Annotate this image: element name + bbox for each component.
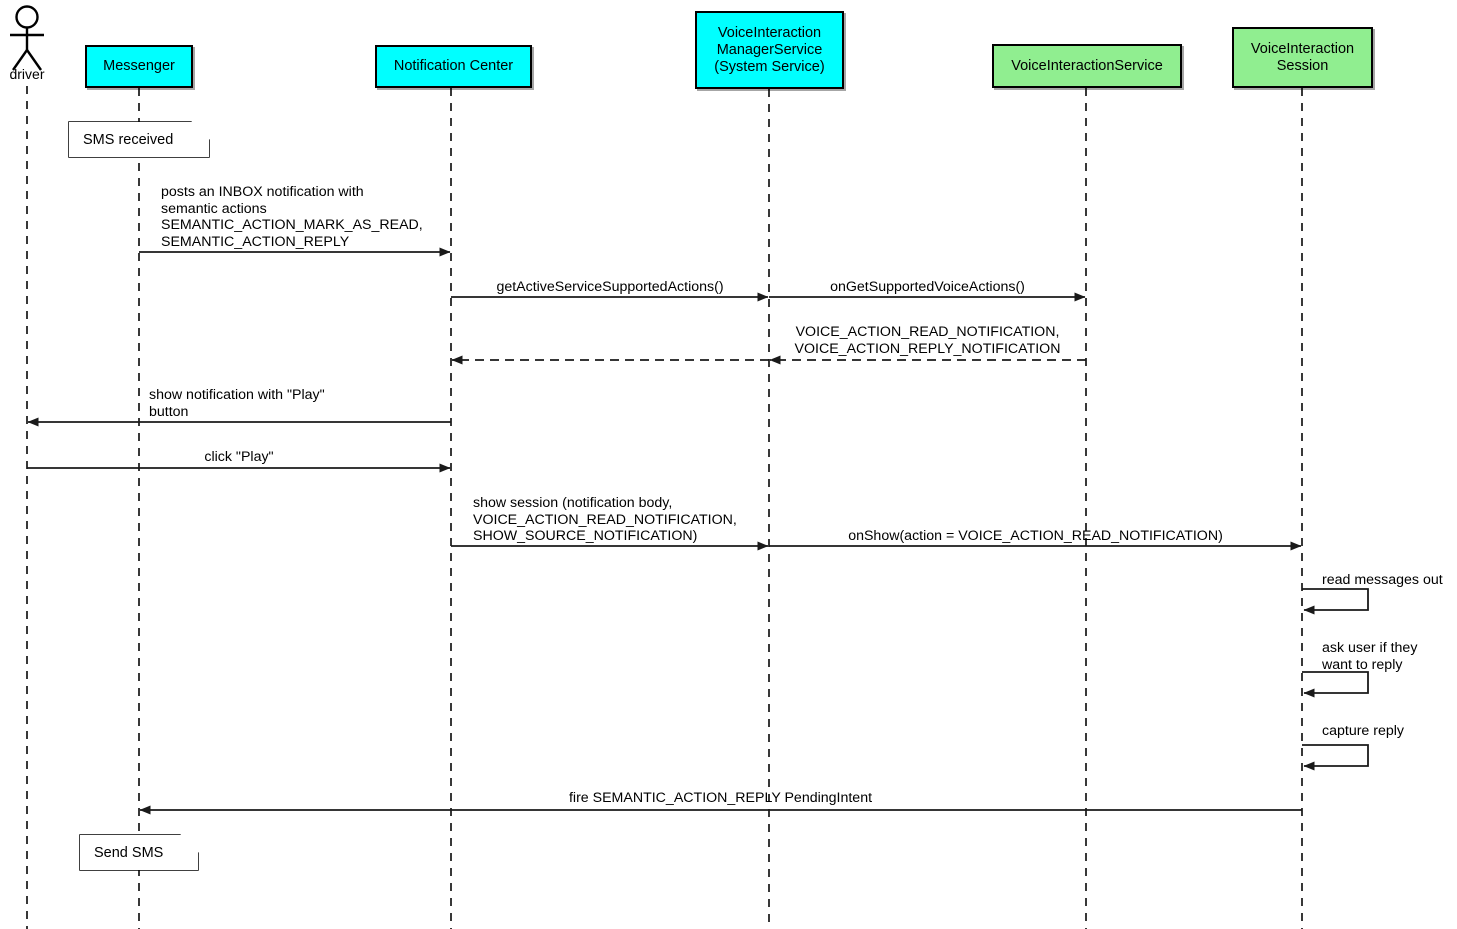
message-arrows [27,247,1302,815]
participant-notification-center[interactable]: Notification Center [375,45,532,88]
msg-fire-semantic-action-reply-label: fire SEMANTIC_ACTION_REPLY PendingIntent [568,790,873,806]
actor-driver-icon [10,5,44,71]
msg-on-get-supported-voice-actions-label: onGetSupportedVoiceActions() [830,279,1025,295]
msg-on-show-label: onShow(action = VOICE_ACTION_READ_NOTIFI… [848,528,1223,544]
note-sms-received: SMS received [69,122,209,157]
self-capture-reply [1302,744,1369,771]
participant-messenger[interactable]: Messenger [85,45,193,88]
self-read-messages-out-label: read messages out [1322,572,1443,588]
participant-voiceinteraction-session[interactable]: VoiceInteraction Session [1232,27,1373,88]
participant-voiceinteractionservice[interactable]: VoiceInteractionService [992,44,1182,88]
lifelines [26,86,1303,929]
msg-show-session-label: show session (notification body, VOICE_A… [473,495,737,544]
self-message-arrows [1302,588,1369,771]
msg-get-active-service-supported-actions-label: getActiveServiceSupportedActions() [496,279,724,295]
self-ask-user-reply-label: ask user if they want to reply [1322,640,1418,673]
actor-driver-label: driver [9,66,45,82]
msg-show-notification-with-play-label: show notification with "Play" button [149,387,325,420]
self-capture-reply-label: capture reply [1322,723,1405,739]
participant-label: VoiceInteraction ManagerService (System … [714,24,825,75]
participant-label: Notification Center [393,58,514,74]
note-text: Send SMS [94,844,164,861]
participant-voiceinteraction-managerservice[interactable]: VoiceInteraction ManagerService (System … [695,11,844,89]
self-ask-user-reply [1302,671,1369,698]
msg-return-voice-actions-label: VOICE_ACTION_READ_NOTIFICATION, VOICE_AC… [794,324,1061,357]
note-text: SMS received [83,131,174,148]
participant-label: VoiceInteractionService [1011,57,1163,74]
msg-post-inbox-notification-label: posts an INBOX notification with semanti… [161,184,423,250]
self-read-messages-out [1302,588,1369,615]
participant-label: VoiceInteraction Session [1250,40,1355,74]
participant-label: Messenger [103,58,175,74]
msg-click-play-label: click "Play" [204,449,274,465]
note-send-sms: Send SMS [80,835,198,870]
